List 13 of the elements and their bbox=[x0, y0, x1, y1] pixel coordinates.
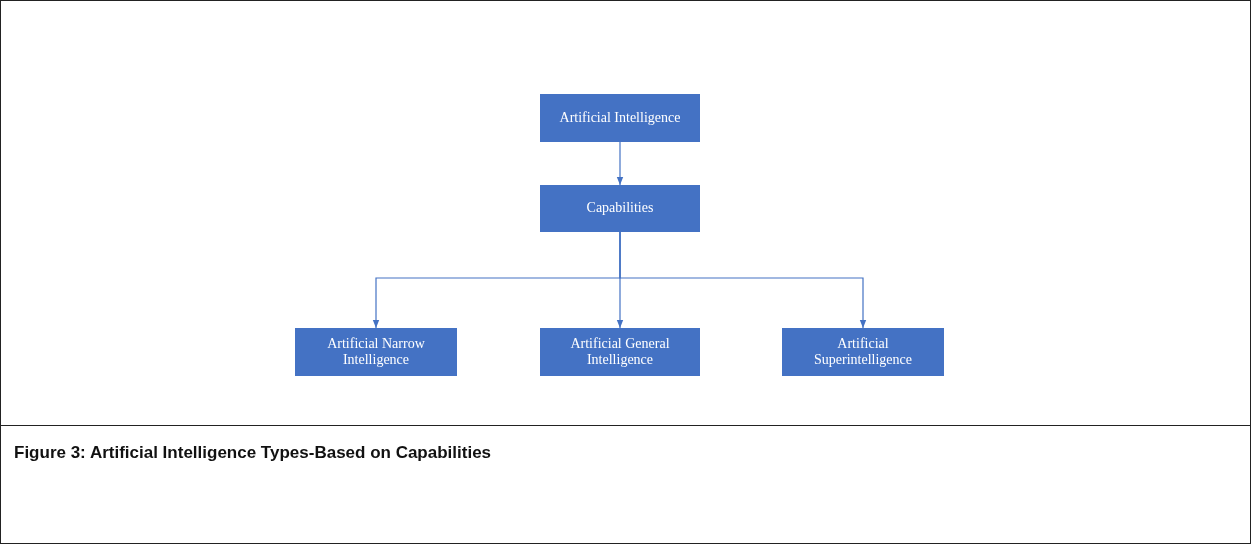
process-box bbox=[540, 185, 700, 232]
box-label: Artificial Intelligence bbox=[558, 109, 682, 127]
box-label: Artificial General Intelligence bbox=[569, 335, 671, 369]
process-box bbox=[782, 328, 944, 376]
process-box bbox=[540, 328, 700, 376]
process-box bbox=[540, 94, 700, 142]
arrow bbox=[616, 141, 624, 186]
process-box bbox=[295, 328, 457, 376]
box-label: Capabilities bbox=[585, 200, 655, 217]
arrow bbox=[619, 231, 867, 329]
figure-caption: Figure 3: Artificial Intelligence Types-Based on Capabilities bbox=[14, 443, 492, 463]
box-label: Artificial Superintelligence bbox=[813, 335, 913, 369]
box-label: Artificial Narrow Intelligence bbox=[326, 335, 426, 369]
